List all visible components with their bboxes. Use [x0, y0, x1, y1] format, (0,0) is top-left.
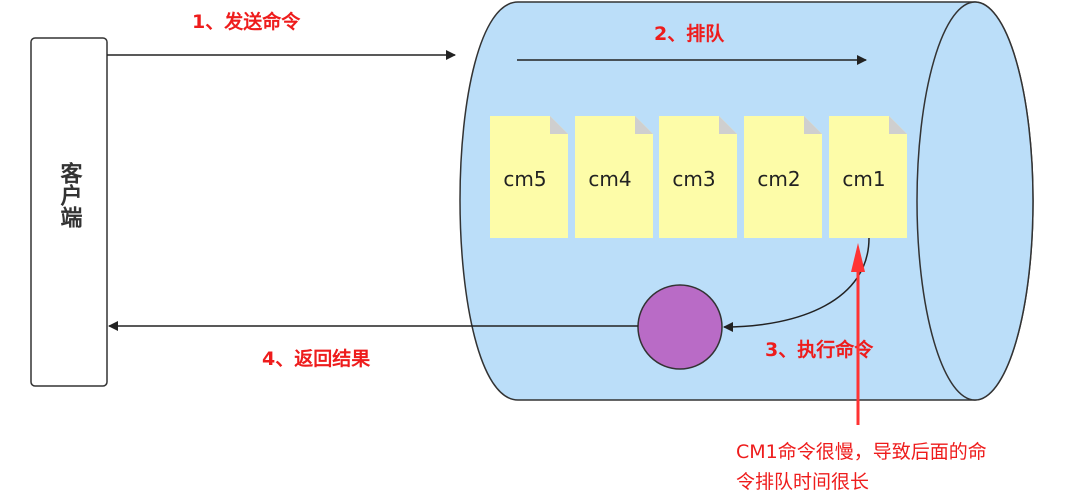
client-box: [30, 37, 108, 387]
doc-shape: [490, 116, 568, 238]
execute-arrow: [723, 237, 870, 332]
command-doc-cm2: cm2: [744, 116, 822, 238]
doc-label: cm3: [672, 167, 715, 191]
doc-shape: [659, 116, 737, 238]
doc-fold: [635, 116, 653, 134]
doc-label: cm2: [757, 167, 800, 191]
step-queue-label: 2、排队: [654, 22, 725, 45]
command-doc-cm1: cm1: [829, 116, 907, 238]
executor-circle: [637, 284, 723, 370]
step-send-label: 1、发送命令: [192, 10, 301, 33]
doc-label: cm1: [842, 167, 885, 191]
doc-fold: [804, 116, 822, 134]
step-execute-label: 3、执行命令: [765, 338, 874, 361]
annotation-line-2: 令排队时间很长: [736, 471, 869, 493]
command-doc-cm5: cm5: [490, 116, 568, 238]
doc-shape: [829, 116, 907, 238]
doc-label: cm5: [503, 167, 546, 191]
command-doc-cm3: cm3: [659, 116, 737, 238]
annotation-arrowhead: [851, 243, 865, 272]
doc-label: cm4: [588, 167, 631, 191]
doc-shape: [744, 116, 822, 238]
doc-fold: [550, 116, 568, 134]
client-label: 客户端: [57, 161, 83, 228]
doc-fold: [719, 116, 737, 134]
doc-fold: [889, 116, 907, 134]
cylinder-end: [916, 1, 1034, 401]
step-return-label: 4、返回结果: [262, 347, 370, 370]
doc-shape: [575, 116, 653, 238]
command-doc-cm4: cm4: [575, 116, 653, 238]
annotation-line-1: CM1命令很慢，导致后面的命: [736, 441, 987, 463]
